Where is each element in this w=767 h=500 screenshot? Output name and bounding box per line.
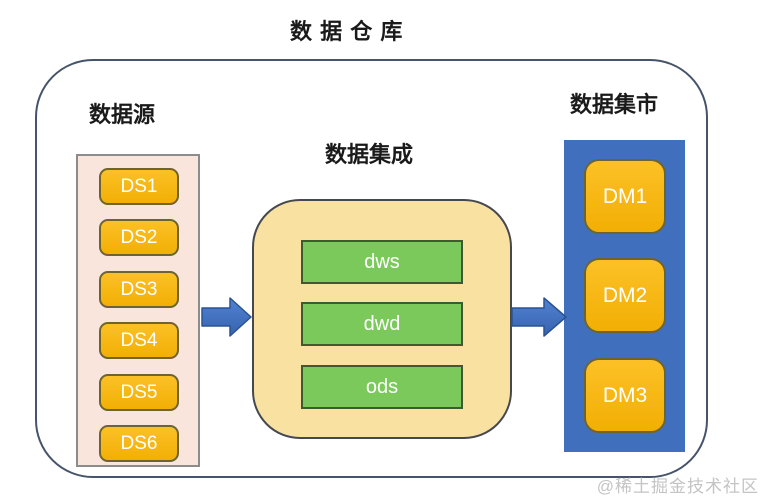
layer-box-ods: ods [301,365,463,409]
source-box-ds3: DS3 [99,271,179,308]
layer-box-dws: dws [301,240,463,284]
source-box-ds2: DS2 [99,219,179,256]
sources-container: DS1 DS2 DS3 DS4 DS5 DS6 [76,154,200,467]
watermark-text: @稀土掘金技术社区 [596,477,759,496]
marts-label: 数据集市 [570,92,659,117]
mart-box-dm3: DM3 [584,358,666,433]
source-box-ds6: DS6 [99,425,179,462]
warehouse-boundary: 数据源 DS1 DS2 DS3 DS4 DS5 DS6 数据集成 dws dwd… [35,59,708,478]
right-arrow-icon [511,297,567,337]
mart-box-dm1: DM1 [584,159,666,234]
source-box-ds1: DS1 [99,168,179,205]
source-box-ds4: DS4 [99,322,179,359]
mart-box-dm2: DM2 [584,258,666,333]
source-box-ds5: DS5 [99,374,179,411]
diagram-title: 数 据 仓 库 [290,19,404,44]
marts-container: DM1 DM2 DM3 [564,140,685,452]
right-arrow-icon [201,297,252,337]
sources-label: 数据源 [89,102,156,127]
integration-container: dws dwd ods [252,199,512,439]
integration-label: 数据集成 [325,142,414,167]
layer-box-dwd: dwd [301,302,463,346]
